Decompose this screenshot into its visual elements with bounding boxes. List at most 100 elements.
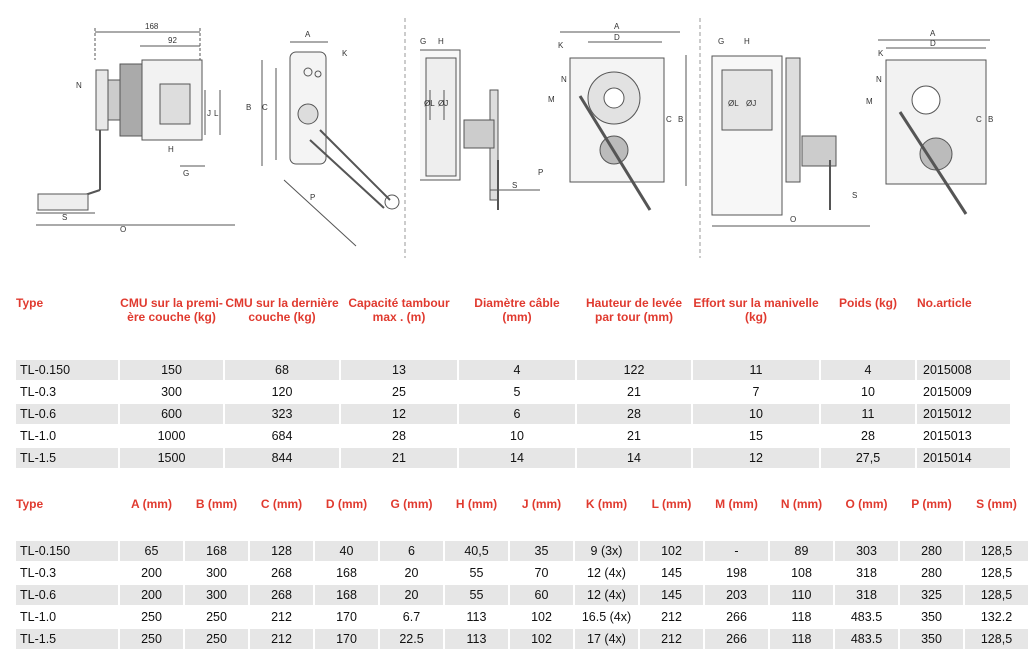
- table-cell: 102: [640, 541, 703, 561]
- table-cell: 128,5: [965, 541, 1028, 561]
- table-cell: 350: [900, 629, 963, 649]
- table-cell: 266: [705, 629, 768, 649]
- drawing-4-label: M: [548, 95, 555, 104]
- table-header: L (mm): [651, 497, 692, 511]
- table-cell: 844: [225, 448, 339, 468]
- table-cell: 5: [513, 385, 521, 399]
- drawing-5-label: H: [744, 37, 750, 46]
- table-cell: 21: [341, 448, 457, 468]
- table-header: D (mm): [325, 497, 368, 511]
- table-cell: 203: [705, 585, 768, 605]
- table-cell: 55: [445, 585, 508, 605]
- table-header: CMU sur la premi-ère couche (kg): [120, 296, 223, 324]
- table-cell: 684: [271, 429, 293, 443]
- table-header: Type: [16, 296, 44, 310]
- table-header: No.article: [917, 296, 972, 310]
- drawing-2-label: P: [310, 193, 315, 202]
- table-row: TL-0.6 200 300 268 168 20 55 60 12 (4x) …: [16, 585, 1028, 605]
- table-cell: 2015014: [917, 448, 1010, 468]
- table-cell: 250: [141, 610, 162, 624]
- drawing-4-label: N: [561, 75, 567, 84]
- table-cell: TL-0.3: [20, 566, 57, 580]
- table-cell: 14: [577, 448, 691, 468]
- table-cell: 7: [752, 385, 760, 399]
- table-cell: TL-1.5: [16, 629, 118, 649]
- drawing-5-side-view: G H ØL ØJ S O: [711, 37, 870, 227]
- table-cell: 60: [510, 585, 573, 605]
- table-row: TL-0.150 150 68 13 4 122 11 4 2015008: [16, 360, 1010, 380]
- table-cell: 122: [577, 360, 691, 380]
- table-cell: 10: [861, 385, 875, 399]
- table-header: CMU sur la dernière couche (kg): [225, 296, 339, 324]
- table-cell: 20: [404, 566, 419, 580]
- table-cell: 120: [271, 385, 293, 399]
- table-cell: 22.5: [380, 629, 443, 649]
- drawing-1-label: 168: [145, 22, 159, 31]
- table-cell: 102: [531, 610, 552, 624]
- table-cell: 325: [900, 585, 963, 605]
- table-cell: 280: [900, 541, 963, 561]
- table-cell: 11: [693, 360, 819, 380]
- table-cell: 212: [250, 629, 313, 649]
- drawing-3-label: H: [438, 37, 444, 46]
- table-cell: 40,5: [445, 541, 508, 561]
- drawing-1-label: O: [120, 225, 126, 234]
- table-cell: 303: [835, 541, 898, 561]
- table-cell: 2015013: [923, 429, 972, 443]
- drawing-3-label: G: [420, 37, 426, 46]
- table-cell: 266: [726, 610, 747, 624]
- table-cell: 128,5: [965, 629, 1028, 649]
- technical-drawings: 168 92 N H J L G S O A K B C P: [0, 0, 998, 262]
- table-cell: 12 (4x): [587, 566, 626, 580]
- drawing-1-side-view: 168 92 N H J L G S O: [36, 22, 235, 234]
- table-cell: 168: [315, 585, 378, 605]
- table-cell: TL-1.5: [16, 448, 118, 468]
- table-header: M (mm): [715, 497, 758, 511]
- table-cell: 198: [726, 566, 747, 580]
- table-cell: 110: [770, 585, 833, 605]
- drawing-6-label: B: [988, 115, 993, 124]
- table-header: Hauteur de levée par tour (mm): [585, 296, 683, 324]
- table-cell: 108: [791, 566, 812, 580]
- drawing-5-label: O: [790, 215, 796, 224]
- table-row: TL-0.3 300 120 25 5 21 7 10 2015009: [16, 382, 1010, 402]
- table-cell: 300: [161, 385, 182, 399]
- drawing-1-label: 92: [168, 36, 177, 45]
- drawing-2-label: C: [262, 103, 268, 112]
- table-row: TL-1.0 250 250 212 170 6.7 113 102 16.5 …: [16, 607, 1028, 627]
- table-cell: 268: [271, 566, 292, 580]
- table-cell: 318: [835, 585, 898, 605]
- dimensions-table: Type A (mm) B (mm) C (mm) D (mm) G (mm) …: [14, 495, 1030, 651]
- table-cell: 600: [120, 404, 223, 424]
- table-header: N (mm): [780, 497, 823, 511]
- table-cell: 25: [392, 385, 406, 399]
- table-cell: 212: [661, 610, 682, 624]
- table-cell: 27,5: [821, 448, 915, 468]
- drawing-1-label: S: [62, 213, 67, 222]
- table-cell: TL-1.0: [20, 429, 57, 443]
- table-cell: TL-0.6: [16, 404, 118, 424]
- table-cell: 2015008: [917, 360, 1010, 380]
- table-cell: 170: [336, 610, 357, 624]
- drawing-6-label: D: [930, 39, 936, 48]
- table-row: TL-0.3 200 300 268 168 20 55 70 12 (4x) …: [16, 563, 1028, 583]
- table-cell: 68: [225, 360, 339, 380]
- table-header: Effort sur la manivelle (kg): [693, 296, 819, 324]
- table-header: Capacité tambour max . (m): [348, 296, 450, 324]
- table-cell: 40: [315, 541, 378, 561]
- drawing-2-label: B: [246, 103, 251, 112]
- specs-table: Type CMU sur la premi-ère couche (kg) CM…: [14, 294, 1012, 470]
- table-header: B (mm): [195, 497, 238, 511]
- table-cell: 318: [856, 566, 877, 580]
- table-cell: 70: [534, 566, 549, 580]
- table-cell: 6.7: [402, 610, 421, 624]
- table-cell: TL-0.150: [16, 541, 118, 561]
- table-cell: 113: [445, 629, 508, 649]
- table-cell: 16.5 (4x): [581, 610, 632, 624]
- drawing-6-label: N: [876, 75, 882, 84]
- drawing-5-label: S: [852, 191, 857, 200]
- table-cell: 21: [627, 385, 641, 399]
- drawing-4-label: D: [614, 33, 620, 42]
- table-cell: 28: [392, 429, 406, 443]
- table-cell: 145: [661, 566, 682, 580]
